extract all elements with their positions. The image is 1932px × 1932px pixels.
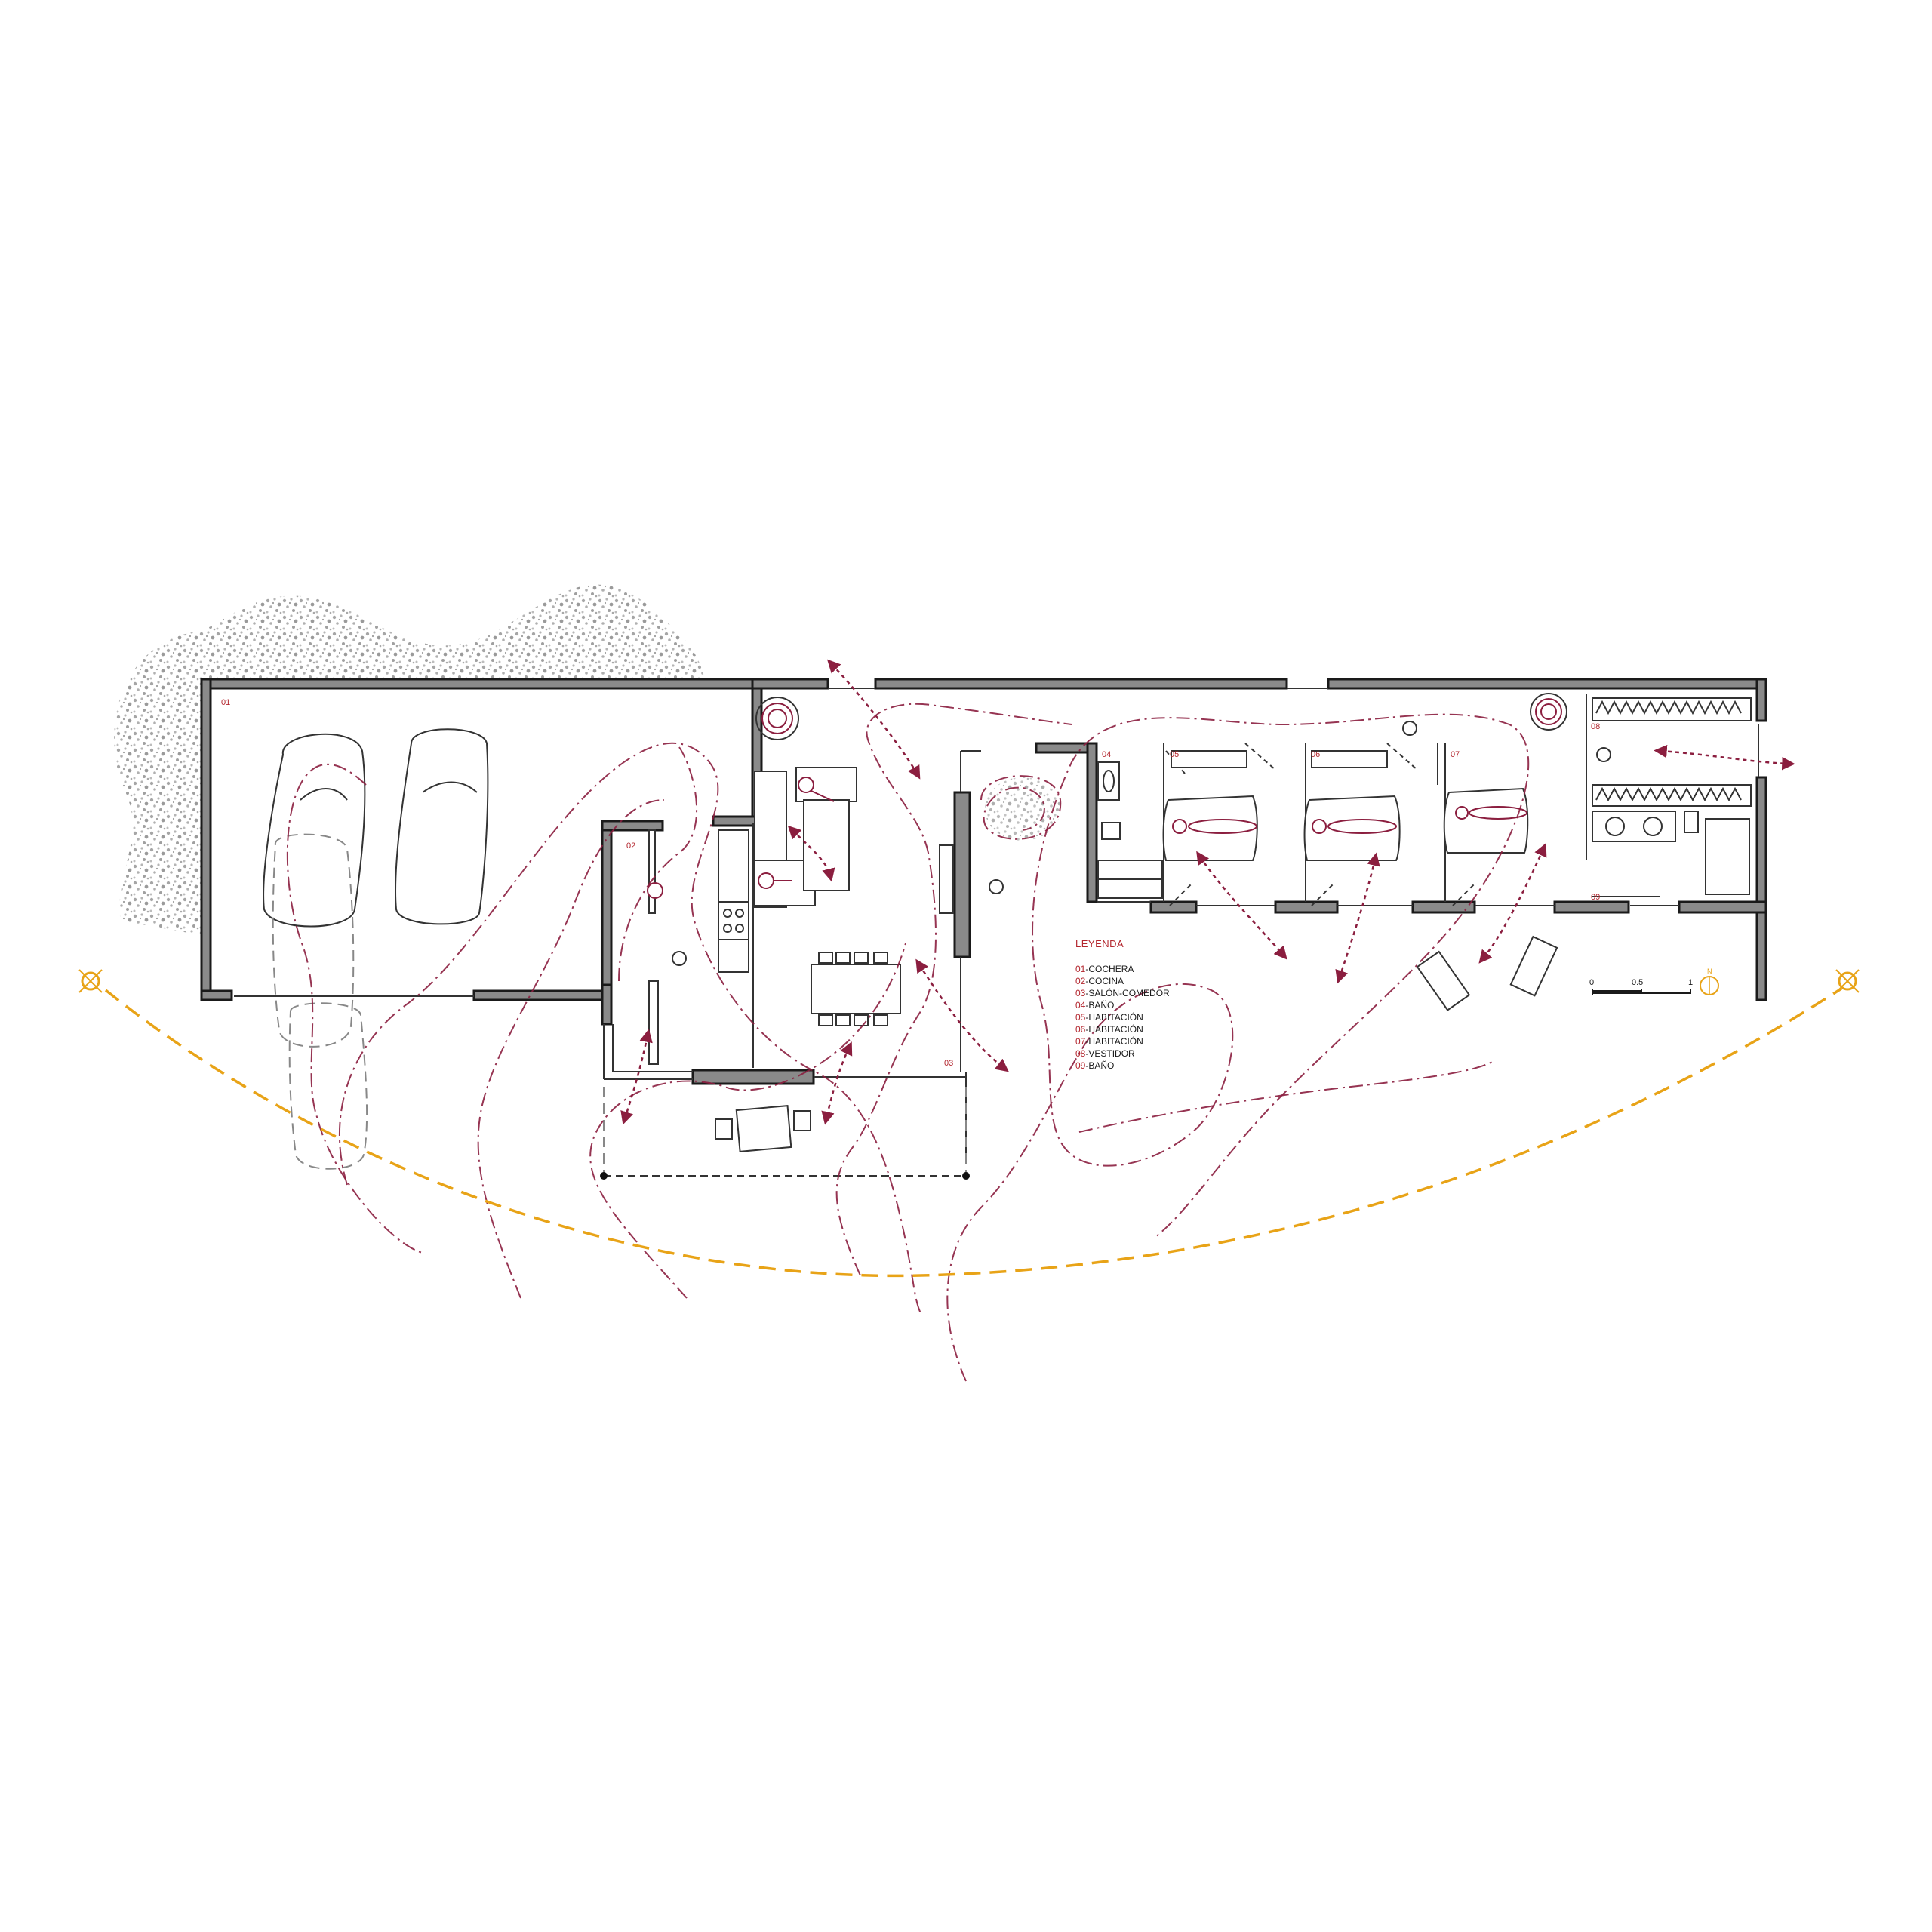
legend-item-number: 08	[1075, 1048, 1086, 1059]
legend-item-number: 02	[1075, 976, 1086, 986]
terrace-table	[715, 1105, 811, 1152]
scale-tick-half: 0.5	[1632, 978, 1643, 987]
car-parked-1	[263, 733, 366, 928]
room-label-04: 04	[1102, 750, 1111, 759]
room-label-07: 07	[1451, 750, 1460, 759]
legend-item-number: 03	[1075, 988, 1086, 998]
vegetation-area	[114, 584, 706, 936]
bathroom-04	[1097, 761, 1163, 899]
legend-title: LEYENDA	[1075, 938, 1124, 949]
legend-item-number: 09	[1075, 1060, 1086, 1071]
legend-item-name: -COCINA	[1085, 976, 1124, 986]
legend-item-number: 04	[1075, 1000, 1086, 1011]
person-icon	[672, 721, 1611, 966]
north-label: N	[1707, 968, 1712, 975]
car-ghost	[272, 833, 368, 1170]
scale-tick-1: 1	[1688, 978, 1693, 987]
north-arrow-icon: N	[1700, 968, 1719, 995]
circulation-paths	[286, 703, 1530, 1382]
legend-item-name: -BAÑO	[1085, 1000, 1114, 1011]
legend-item-08: 08-VESTIDOR	[1075, 1048, 1135, 1059]
bedroom-07-furniture	[1443, 787, 1529, 854]
terrace-outline	[600, 1087, 970, 1180]
wardrobe-rails	[1592, 697, 1752, 807]
legend-item-name: -HABITACIÓN	[1085, 1035, 1143, 1047]
scale-tick-0: 0	[1589, 978, 1594, 987]
plant-icon	[755, 697, 799, 740]
legend-item-03: 03-SALÓN-COMEDOR	[1075, 987, 1170, 998]
bedroom-05-furniture	[1162, 750, 1258, 861]
partition-unit	[939, 844, 954, 914]
room-label-05: 05	[1170, 750, 1179, 759]
legend-item-name: -VESTIDOR	[1085, 1048, 1135, 1059]
room-label-01: 01	[221, 698, 230, 707]
room-label-02: 02	[626, 841, 635, 851]
plant-icon	[1530, 693, 1567, 731]
sun-icon	[1835, 969, 1860, 993]
legend-item-name: -SALÓN-COMEDOR	[1085, 987, 1170, 998]
room-label-06: 06	[1311, 750, 1320, 759]
legend-item-02: 02-COCINA	[1075, 976, 1124, 986]
legend-item-number: 05	[1075, 1012, 1086, 1023]
kitchen-counter	[648, 829, 749, 1065]
room-label-03: 03	[944, 1059, 953, 1068]
walls	[200, 678, 1767, 1085]
legend-item-06: 06-HABITACIÓN	[1075, 1023, 1143, 1035]
legend-item-number: 06	[1075, 1024, 1086, 1035]
movement-arrows	[620, 659, 1795, 1125]
rug-icon	[980, 775, 1062, 841]
sun-icon	[78, 969, 103, 993]
bedroom-06-furniture	[1303, 750, 1401, 861]
room-label-09: 09	[1591, 893, 1600, 902]
room-label-08: 08	[1591, 722, 1600, 731]
legend-item-07: 07-HABITACIÓN	[1075, 1035, 1143, 1047]
room-labels: 01 02 03 04 05 06 07 08 09	[221, 698, 1600, 1068]
legend-item-number: 07	[1075, 1036, 1086, 1047]
dining-table	[811, 952, 901, 1026]
car-parked-2	[395, 728, 489, 925]
sun-path	[78, 969, 1860, 1278]
scale-bar: 0 0.5 1	[1589, 978, 1693, 995]
legend-item-04: 04-BAÑO	[1075, 1000, 1114, 1011]
legend: LEYENDA 01-COCHERA02-COCINA03-SALÓN-COME…	[1075, 938, 1170, 1071]
person-icon	[1172, 806, 1527, 834]
legend-item-05: 05-HABITACIÓN	[1075, 1011, 1143, 1023]
legend-item-09: 09-BAÑO	[1075, 1060, 1114, 1071]
bathroom-09	[1592, 811, 1750, 895]
legend-item-name: -HABITACIÓN	[1085, 1023, 1143, 1035]
legend-item-name: -COCHERA	[1085, 964, 1134, 974]
sun-lounger	[1416, 935, 1558, 1011]
legend-item-number: 01	[1075, 964, 1086, 974]
legend-items: 01-COCHERA02-COCINA03-SALÓN-COMEDOR04-BA…	[1075, 964, 1170, 1071]
person-icon	[647, 777, 835, 899]
legend-item-01: 01-COCHERA	[1075, 964, 1134, 974]
legend-item-name: -HABITACIÓN	[1085, 1011, 1143, 1023]
legend-item-name: -BAÑO	[1085, 1060, 1114, 1071]
